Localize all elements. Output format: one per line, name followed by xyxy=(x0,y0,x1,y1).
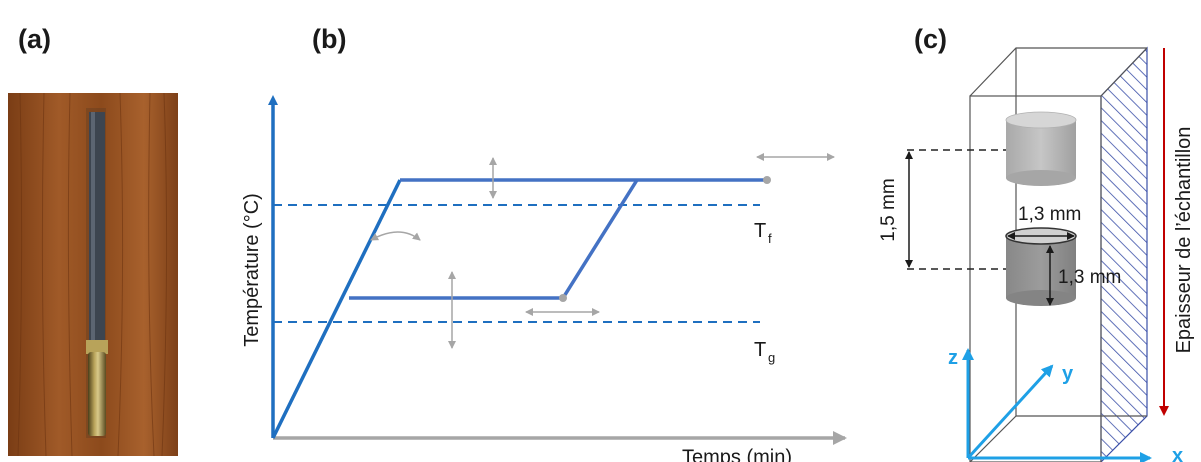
side-label: Epaisseur de l’échantillon xyxy=(1173,127,1195,354)
axis-z-label: z xyxy=(948,347,958,369)
end-point-lower xyxy=(559,294,567,302)
heating-ramp xyxy=(271,179,402,439)
tg-subscript: g xyxy=(768,350,775,365)
axis-y-line xyxy=(966,364,1054,460)
wood-grain xyxy=(17,92,168,457)
end-point-upper xyxy=(763,176,771,184)
sample-photo xyxy=(8,92,178,457)
dim-label-vertical: 1,5 mm xyxy=(878,178,899,241)
dim-label-diameter: 1,3 mm xyxy=(1018,204,1081,225)
x-axis-label: Temps (min) xyxy=(682,447,792,462)
dim-label-height: 1,3 mm xyxy=(1058,267,1121,288)
panel-label-b: (b) xyxy=(312,24,347,54)
brass-holder xyxy=(88,352,106,436)
cylinder-upper xyxy=(1005,111,1077,186)
cylinder-lower xyxy=(1005,227,1077,306)
brass-collar xyxy=(86,340,108,354)
sample-schematic: 1,5 mm 1,3 mm 1,3 mm Epaisseur de l’écha… xyxy=(878,46,1195,462)
axis-y-label: y xyxy=(1062,363,1074,385)
panel-label-c: (c) xyxy=(914,24,947,54)
hatched-face xyxy=(1100,46,1148,462)
tf-subscript: f xyxy=(768,231,772,246)
axis-x-label: x xyxy=(1172,445,1183,462)
adjust-arrow-ramp xyxy=(370,231,421,241)
tg-label: T xyxy=(754,339,766,361)
panel-label-a: (a) xyxy=(18,24,51,54)
thermal-diagram: Température (°C) Temps (min) T f T g xyxy=(241,95,847,462)
tf-label: T xyxy=(754,220,766,242)
y-axis-label: Température (°C) xyxy=(241,193,263,347)
